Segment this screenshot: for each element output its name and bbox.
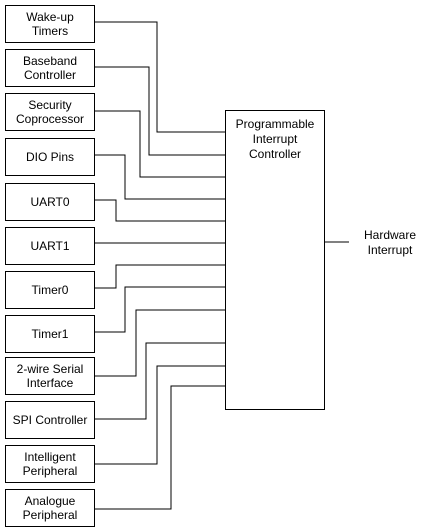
source-label: SPI Controller (12, 413, 88, 427)
wire-security-coprocessor (95, 110, 225, 178)
wire-timer1 (95, 286, 225, 333)
source-label: Security Coprocessor (15, 98, 85, 126)
source-box-baseband-controller: Baseband Controller (5, 49, 95, 87)
source-label: Analogue Peripheral (22, 494, 78, 522)
source-box-timer0: Timer0 (5, 271, 95, 309)
source-box-analogue-peripheral: Analogue Peripheral (5, 489, 95, 527)
wire-analogue-peripheral (95, 385, 225, 510)
source-label: Timer1 (31, 327, 69, 341)
source-label: UART1 (30, 239, 70, 253)
source-box-uart1: UART1 (5, 227, 95, 265)
wire-baseband-controller (95, 66, 225, 156)
programmable-interrupt-controller-box: Programmable Interrupt Controller (225, 110, 325, 410)
source-box-timer1: Timer1 (5, 315, 95, 353)
wire-dio-pins (95, 154, 225, 200)
wire-intelligent-peripheral (95, 365, 225, 465)
controller-label: Programmable Interrupt Controller (235, 117, 315, 161)
source-label: 2-wire Serial Interface (16, 362, 84, 390)
source-box-2-wire-serial-interface: 2-wire Serial Interface (5, 357, 95, 395)
wire-timer0 (95, 264, 225, 289)
hardware-interrupt-label: Hardware Interrupt (363, 228, 417, 257)
wire-wake-up-timers (95, 21, 225, 133)
source-label: DIO Pins (25, 150, 74, 164)
source-box-spi-controller: SPI Controller (5, 401, 95, 439)
source-label: Wake-up Timers (26, 10, 74, 38)
source-label: UART0 (30, 195, 70, 209)
source-label: Intelligent Peripheral (22, 450, 78, 478)
wire-spi-controller (95, 342, 225, 420)
wire-2-wire-serial-interface (95, 309, 225, 377)
source-box-intelligent-peripheral: Intelligent Peripheral (5, 445, 95, 483)
source-box-uart0: UART0 (5, 183, 95, 221)
source-label: Timer0 (31, 283, 69, 297)
source-label: Baseband Controller (22, 54, 78, 82)
source-box-security-coprocessor: Security Coprocessor (5, 93, 95, 131)
source-box-dio-pins: DIO Pins (5, 138, 95, 176)
source-box-wake-up-timers: Wake-up Timers (5, 5, 95, 43)
wire-uart0 (95, 199, 225, 222)
